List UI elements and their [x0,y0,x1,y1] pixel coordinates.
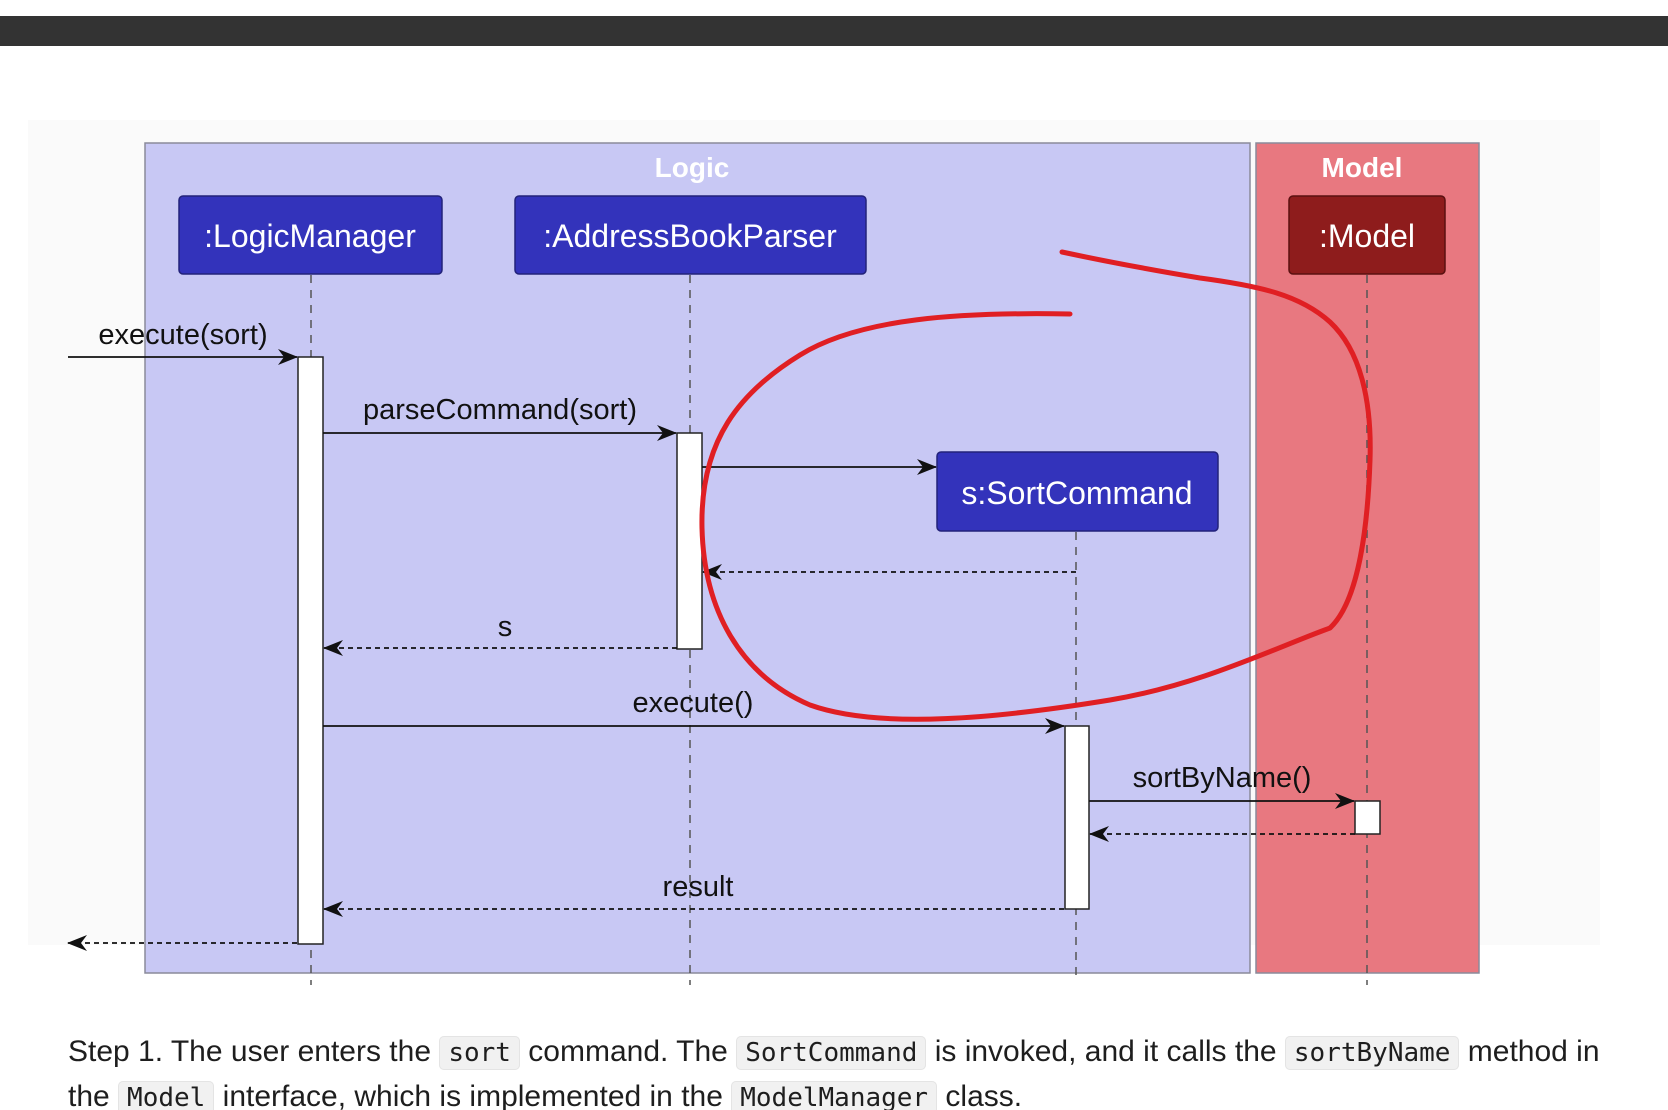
logic-box-title: Logic [655,152,730,183]
participant-sort-command [936,451,1219,532]
text-segment: Step 1. The user enters the [68,1035,440,1068]
participant-model-label: :Model [1319,218,1415,254]
message-return-s-label: s [498,611,513,643]
sequence-diagram: Logic Model :LogicManager :AddressBookPa… [67,142,1480,985]
activation-address-book-parser [676,432,703,650]
activation-model [1354,800,1381,835]
text-segment: is invoked, and it calls the [926,1035,1285,1068]
participant-model [1288,195,1446,275]
code-sort-by-name: sortByName [1284,1036,1460,1070]
step-description: Step 1. The user enters the sort command… [68,1030,1628,1110]
text-segment: method in the [68,1035,1600,1110]
text-segment: class. [937,1080,1023,1110]
message-execute-sort-label: execute(sort) [98,319,267,351]
code-sort-command: SortCommand [736,1036,927,1070]
participant-address-book-parser-label: :AddressBookParser [543,218,837,254]
message-parse-command-label: parseCommand(sort) [363,394,637,426]
activation-sort-command [1064,725,1090,910]
code-sort: sort [439,1036,520,1070]
activation-logic-manager [297,356,324,945]
participant-logic-manager [178,195,443,275]
text-segment: command. The [519,1035,737,1068]
code-model: Model [118,1081,215,1110]
participant-sort-command-label: s:SortCommand [961,475,1192,511]
text-segment: interface, which is implemented in the [214,1080,732,1110]
red-annotation-circle [699,249,1373,722]
participant-logic-manager-label: :LogicManager [204,218,416,254]
participant-address-book-parser [514,195,867,275]
model-box-title: Model [1322,152,1403,183]
message-sort-by-name-label: sortByName() [1133,762,1312,794]
message-result-label: result [663,871,734,903]
message-execute-label: execute() [633,687,754,719]
top-bar [0,16,1668,46]
code-model-manager: ModelManager [731,1081,938,1110]
